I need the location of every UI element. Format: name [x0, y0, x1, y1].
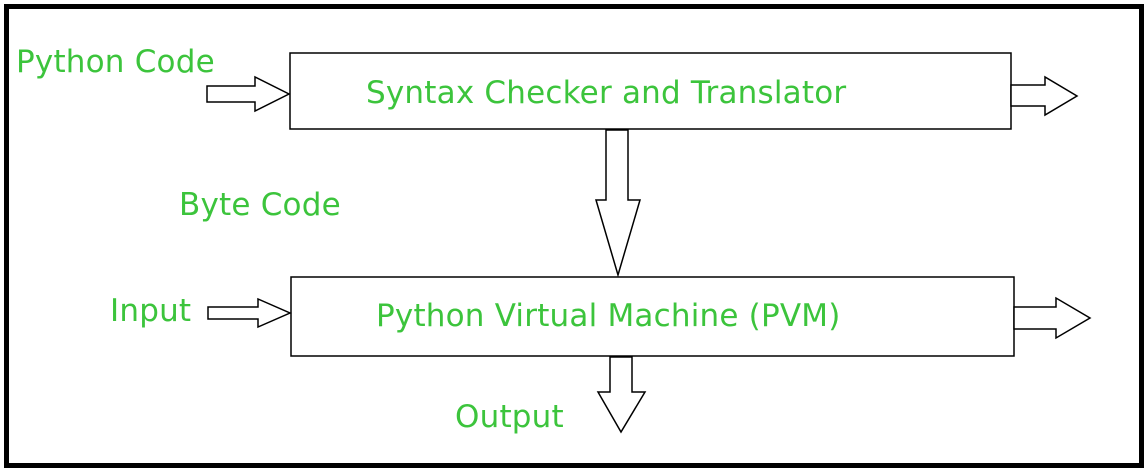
output-arrow — [596, 356, 647, 434]
pvm-out-arrow — [1013, 296, 1092, 340]
translator-out-arrow — [1010, 75, 1079, 117]
input-arrow — [207, 297, 292, 329]
output-label: Output — [455, 399, 564, 435]
pvm-label: Python Virtual Machine (PVM) — [376, 298, 841, 334]
syntax-checker-label: Syntax Checker and Translator — [366, 75, 847, 111]
pvm-box — [290, 276, 1015, 357]
input-label: Input — [110, 293, 192, 329]
byte-code-label: Byte Code — [179, 187, 341, 223]
syntax-checker-box — [289, 52, 1012, 130]
python-code-arrow — [206, 75, 291, 113]
byte-code-arrow — [594, 129, 642, 278]
python-code-label: Python Code — [16, 44, 215, 80]
